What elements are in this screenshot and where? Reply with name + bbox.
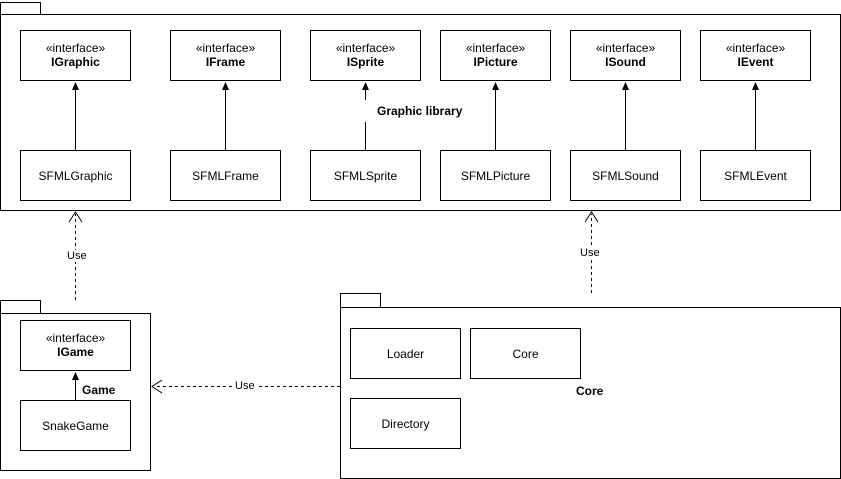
class-name: Core — [512, 346, 539, 361]
arrowhead-iframe — [222, 82, 229, 90]
interface-name: IGame — [57, 345, 94, 359]
class-sfmlsprite[interactable]: SFMLSprite — [310, 150, 421, 201]
class-directory[interactable]: Directory — [350, 398, 461, 449]
class-sfmlframe[interactable]: SFMLFrame — [170, 150, 281, 201]
class-name: SFMLSound — [592, 168, 659, 183]
stereotype-label: «interface» — [725, 41, 786, 55]
use-core-game-head — [151, 379, 163, 394]
game-package-label: Game — [82, 383, 116, 397]
interface-ievent[interactable]: «interface» IEvent — [700, 30, 811, 81]
class-name: Loader — [386, 346, 425, 361]
use-core-graphic-head — [584, 211, 599, 223]
class-core[interactable]: Core — [470, 328, 581, 379]
use-game-graphic-head — [68, 211, 83, 223]
interface-igame[interactable]: «interface» IGame — [20, 320, 131, 371]
arrowhead-igraphic — [72, 82, 79, 90]
game-package-tab — [0, 300, 41, 314]
class-name: Directory — [381, 416, 430, 431]
core-package-label: Core — [576, 384, 604, 398]
use-label-core-game: Use — [234, 380, 256, 392]
stereotype-label: «interface» — [465, 41, 526, 55]
interface-ipicture[interactable]: «interface» IPicture — [440, 30, 551, 81]
interface-name: ISound — [605, 55, 646, 69]
class-sfmlevent[interactable]: SFMLEvent — [700, 150, 811, 201]
graphic-package-tab — [0, 2, 41, 15]
class-name: SFMLEvent — [724, 168, 787, 183]
class-name: SnakeGame — [42, 418, 109, 433]
arrowhead-isprite — [362, 82, 369, 90]
interface-name: IEvent — [737, 55, 774, 69]
arrowhead-isound — [622, 82, 629, 90]
class-name: SFMLFrame — [192, 168, 259, 183]
stereotype-label: «interface» — [195, 41, 256, 55]
class-name: SFMLGraphic — [38, 168, 113, 183]
interface-igraphic[interactable]: «interface» IGraphic — [20, 30, 131, 81]
stereotype-label: «interface» — [595, 41, 656, 55]
arrowhead-ipicture — [492, 82, 499, 90]
stereotype-label: «interface» — [45, 41, 106, 55]
class-sfmlpicture[interactable]: SFMLPicture — [440, 150, 551, 201]
stereotype-label: «interface» — [45, 331, 106, 345]
arrowhead-ievent — [752, 82, 759, 90]
class-loader[interactable]: Loader — [350, 328, 461, 379]
interface-iframe[interactable]: «interface» IFrame — [170, 30, 281, 81]
class-snakegame[interactable]: SnakeGame — [20, 400, 131, 451]
interface-name: IPicture — [473, 55, 518, 69]
interface-name: IFrame — [205, 55, 246, 69]
interface-name: IGraphic — [51, 55, 100, 69]
class-sfmlsound[interactable]: SFMLSound — [570, 150, 681, 201]
core-package-tab — [340, 293, 381, 308]
use-label-game-graphic: Use — [66, 250, 88, 262]
class-sfmlgraphic[interactable]: SFMLGraphic — [20, 150, 131, 201]
stereotype-label: «interface» — [335, 41, 396, 55]
graphic-package-label: Graphic library — [377, 104, 463, 118]
interface-isprite[interactable]: «interface» ISprite — [310, 30, 421, 81]
use-label-core-graphic: Use — [579, 247, 601, 259]
interface-isound[interactable]: «interface» ISound — [570, 30, 681, 81]
interface-name: ISprite — [346, 55, 385, 69]
class-name: SFMLSprite — [333, 168, 398, 183]
arrowhead-igame — [72, 372, 79, 380]
class-name: SFMLPicture — [460, 168, 531, 183]
